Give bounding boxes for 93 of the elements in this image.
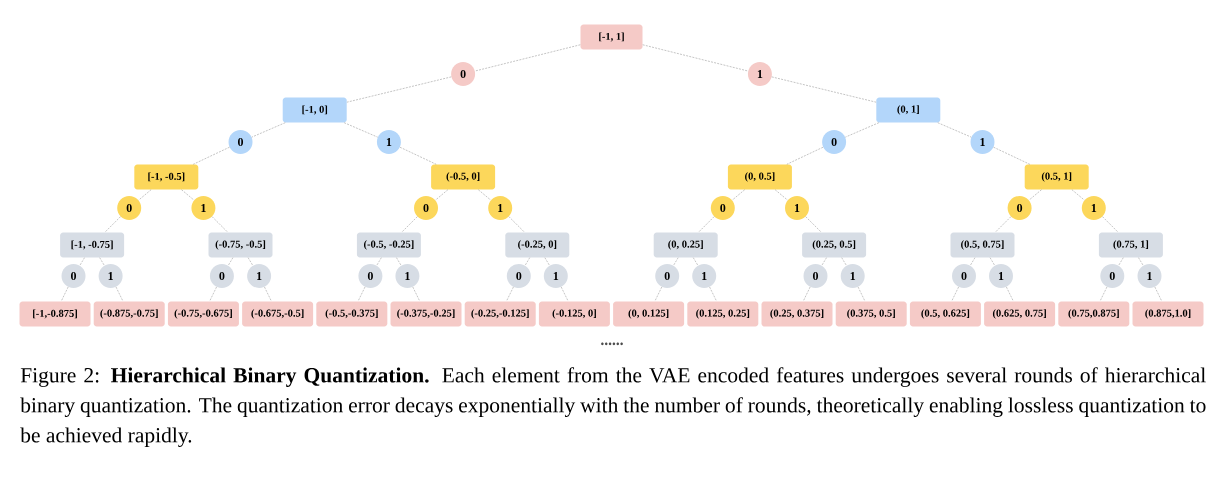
connector-line <box>1006 286 1014 302</box>
interval-box: (-0.375,-0.25] <box>390 301 462 327</box>
interval-box: (0.5, 0.75] <box>950 232 1015 258</box>
connector-line <box>396 257 402 266</box>
connector-line <box>1099 286 1108 302</box>
connector-line <box>857 286 866 302</box>
connector-line <box>1071 189 1085 201</box>
interval-box: (0.5, 0.625] <box>909 301 981 327</box>
connector-line <box>211 216 229 233</box>
interval-box: (0, 0.125] <box>613 301 685 327</box>
connector-line <box>995 216 1012 233</box>
interval-box: (0.75,0.875] <box>1058 301 1130 327</box>
connector-line <box>376 257 382 266</box>
interval-box: (-0.75,-0.675] <box>167 301 239 327</box>
connector-line <box>399 146 437 165</box>
connector-line <box>937 122 972 138</box>
interval-box: [-1, 1] <box>580 24 643 50</box>
connector-line <box>1154 286 1163 302</box>
interval-box: (-0.675,-0.5] <box>242 301 314 327</box>
connector-line <box>805 216 822 233</box>
connector-line <box>693 257 699 266</box>
interval-box: (0.25, 0.5] <box>802 232 867 258</box>
connector-line <box>251 122 286 138</box>
connector-line <box>709 286 717 302</box>
connector-line <box>673 257 679 266</box>
connector-line <box>264 286 272 302</box>
connector-line <box>181 189 195 201</box>
interval-box: (0, 0.25] <box>653 232 718 258</box>
connector-line <box>993 146 1031 165</box>
connector-line <box>209 286 217 302</box>
interval-box: (-0.5, 0] <box>431 164 496 190</box>
interval-box: (0.125, 0.25] <box>687 301 759 327</box>
interval-box: (-0.5,-0.375] <box>316 301 388 327</box>
connector-line <box>989 257 995 266</box>
connector-line <box>642 44 749 72</box>
interval-box: (-0.25, 0] <box>505 232 570 258</box>
connector-line <box>193 146 230 165</box>
interval-box: (-0.75, -0.5] <box>208 232 273 258</box>
connector-line <box>845 122 880 138</box>
connector-line <box>474 44 581 72</box>
connector-line <box>60 286 69 302</box>
interval-box: (0.5, 1] <box>1024 164 1089 190</box>
interval-box: [-1, -0.75] <box>60 232 125 258</box>
interval-box: (0.375, 0.5] <box>835 301 907 327</box>
connector-line <box>1118 257 1124 266</box>
connector-line <box>343 122 378 138</box>
connector-line <box>698 216 715 233</box>
connector-line <box>227 257 234 266</box>
interval-box: (-0.5, -0.25] <box>356 232 421 258</box>
connector-line <box>802 286 811 302</box>
interval-box: (0, 0.5] <box>727 164 792 190</box>
connector-line <box>478 189 492 201</box>
interval-box: (0.625, 0.75] <box>984 301 1056 327</box>
caption: Figure 2: Hierarchical Binary Quantization. Each element from the VAE encoded features undergoes several rounds of hierarchical binary quantization. The quantization error decays exponentially with the number of rounds, theoretically enabling lossless quantization to be achieved rapidly. <box>20 367 1206 447</box>
connector-line <box>99 257 105 266</box>
connector-line <box>115 286 124 302</box>
connector-line <box>1138 257 1144 266</box>
interval-box: [-1, -0.5] <box>134 164 199 190</box>
connector-line <box>138 189 152 201</box>
connector-line <box>1102 216 1119 233</box>
connector-line <box>786 146 824 165</box>
connector-line <box>357 286 366 302</box>
connector-line <box>506 286 514 302</box>
connector-line <box>951 286 959 302</box>
connector-line <box>508 216 525 233</box>
connector-line <box>1028 189 1042 201</box>
interval-box: (-0.875,-0.75] <box>93 301 165 327</box>
interval-box: [-1,-0.875] <box>19 301 91 327</box>
connector-line <box>970 257 976 266</box>
interval-box: (0.875,1.0] <box>1132 301 1204 327</box>
connector-line <box>412 286 421 302</box>
connector-line <box>104 216 121 233</box>
interval-box: (0.25, 0.375] <box>761 301 833 327</box>
connector-line <box>79 257 85 266</box>
connector-line <box>544 257 550 266</box>
interval-box: [-1, 0] <box>282 97 347 123</box>
connector-line <box>435 189 449 201</box>
connector-line <box>774 189 788 201</box>
connector-line <box>401 216 418 233</box>
interval-box: (-0.25,-0.125] <box>464 301 536 327</box>
connector-line <box>524 257 530 266</box>
ellipsis-dots: •••••• <box>601 342 623 346</box>
interval-box: (0, 1] <box>876 97 941 123</box>
interval-box: (-0.125, 0] <box>538 301 610 327</box>
connector-line <box>346 76 452 103</box>
connector-line <box>821 257 827 266</box>
connector-line <box>654 286 663 302</box>
connector-line <box>560 286 569 302</box>
connector-line <box>731 189 745 201</box>
connector-line <box>247 257 254 266</box>
connector-line <box>771 76 877 103</box>
interval-box: (0.75, 1] <box>1098 232 1163 258</box>
connector-line <box>841 257 847 266</box>
